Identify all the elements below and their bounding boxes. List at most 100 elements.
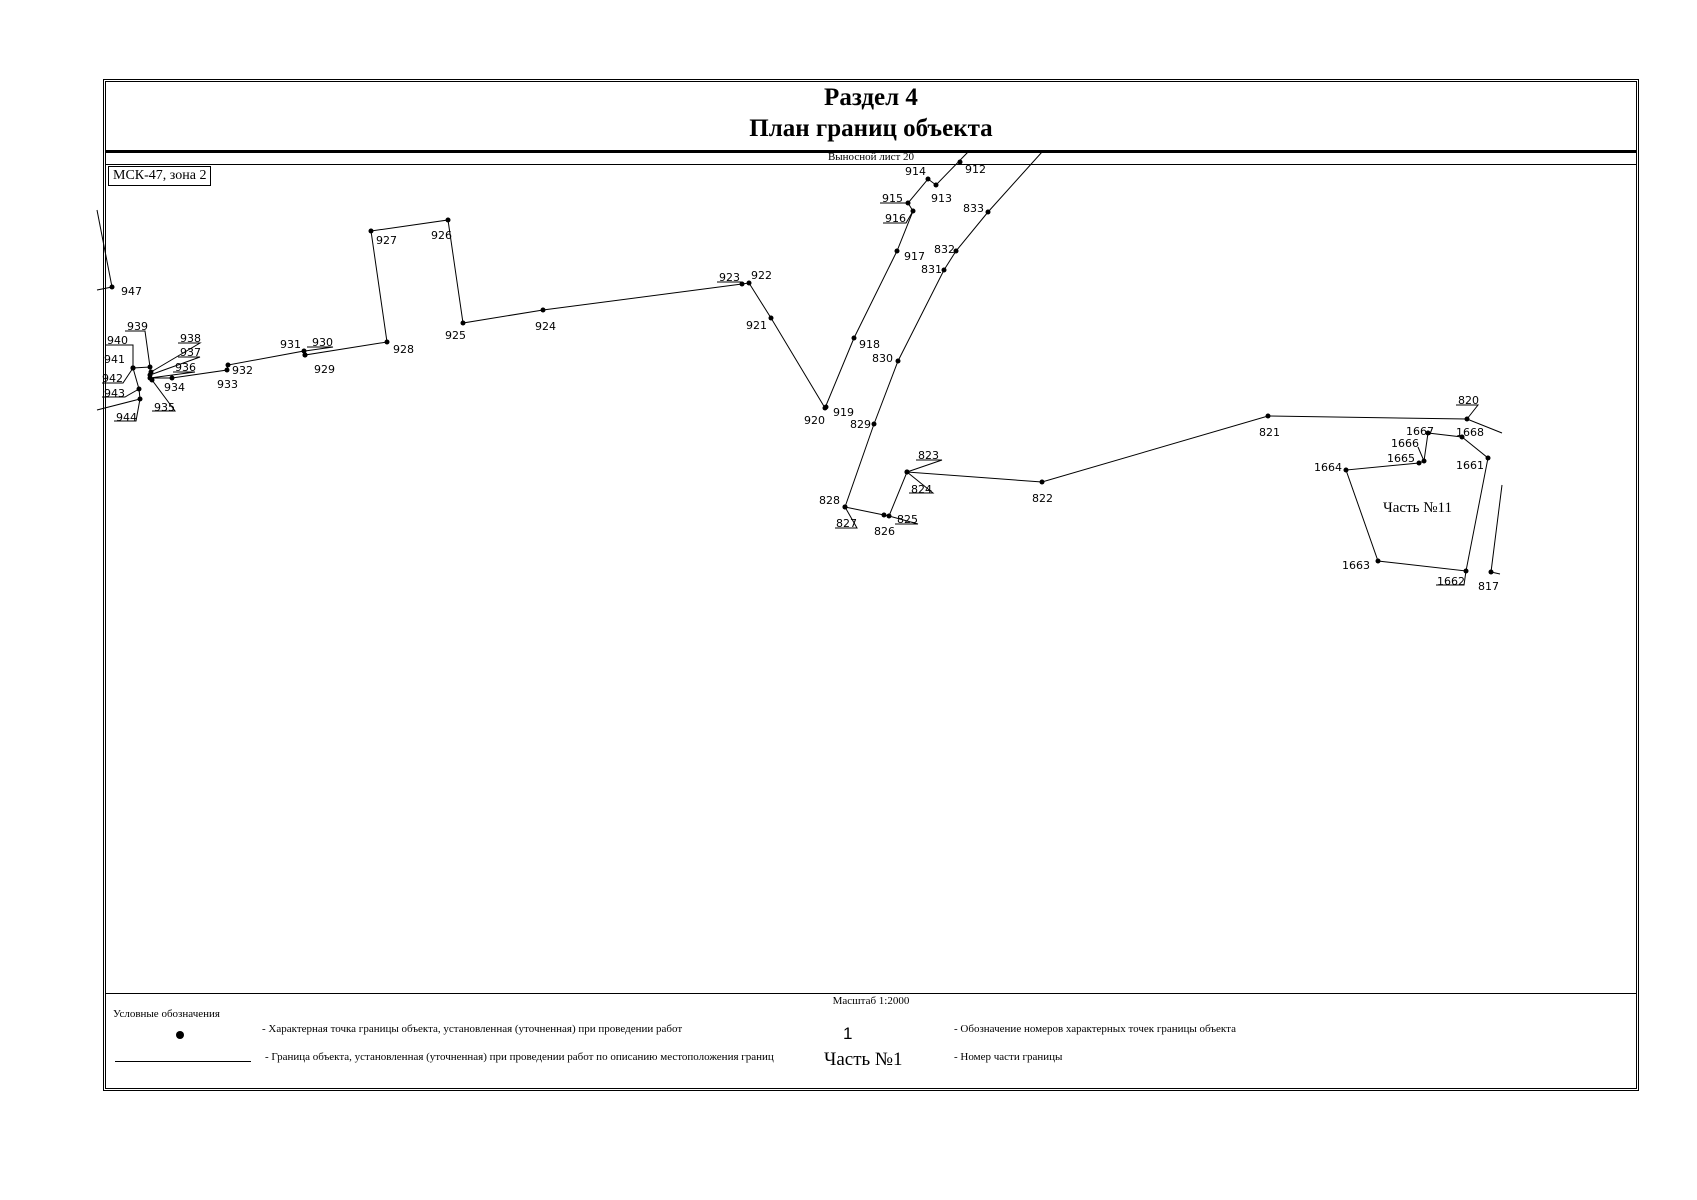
point-label: 920 (804, 414, 825, 427)
legend: Масштаб 1:2000 Условные обозначения - Ха… (106, 993, 1636, 1089)
point-label: 925 (445, 329, 466, 342)
label-leader (105, 344, 134, 368)
legend-part-example: Часть №1 (824, 1049, 903, 1070)
point-label: 1667 (1406, 425, 1434, 438)
point-label: 934 (164, 381, 185, 394)
boundary-point (1416, 460, 1422, 466)
point-label: 915 (882, 192, 903, 205)
plan-sheet: Раздел 4 План границ объекта Выносной ли… (96, 79, 1639, 1091)
point-label: 822 (1032, 492, 1053, 505)
point-label: 916 (885, 212, 906, 225)
point-label: 943 (104, 387, 125, 400)
boundary-point (130, 365, 136, 371)
boundary-point (149, 377, 155, 383)
point-label: 926 (431, 229, 452, 242)
point-label: 921 (746, 319, 767, 332)
point-label: 931 (280, 338, 301, 351)
section-title: Раздел 4 (824, 84, 918, 111)
point-label: 942 (102, 372, 123, 385)
point-label: 828 (819, 494, 840, 507)
part-label: Часть №11 (1383, 500, 1452, 516)
label-leader (906, 459, 943, 473)
point-label: 924 (535, 320, 556, 333)
label-leader (114, 398, 141, 422)
label-leader (888, 515, 919, 525)
point-label: 941 (104, 353, 125, 366)
label-leader (149, 371, 196, 379)
point-label: 832 (934, 243, 955, 256)
boundary-point (1459, 434, 1465, 440)
plan-title: План границ объекта (749, 115, 993, 142)
legend-title: Условные обозначения (113, 1008, 220, 1020)
boundary-point (460, 320, 466, 326)
boundary-point (136, 386, 142, 392)
boundary-line (96, 286, 113, 291)
label-leader (883, 210, 914, 224)
boundary-point (739, 281, 745, 287)
point-label: 820 (1458, 394, 1479, 407)
point-label: 922 (751, 269, 772, 282)
point-label: 938 (180, 332, 201, 345)
boundary-point (1425, 430, 1431, 436)
point-label: 1663 (1342, 559, 1370, 572)
boundary-point (904, 469, 910, 475)
boundary-point (1343, 467, 1349, 473)
boundary-point (925, 176, 931, 182)
label-leader (150, 342, 202, 373)
boundary-point (1464, 416, 1470, 422)
boundary-point (1488, 569, 1494, 575)
point-label: 944 (116, 411, 137, 424)
boundary-line (844, 151, 1503, 517)
boundary-point (886, 513, 892, 519)
label-leader (1417, 446, 1425, 462)
boundary-point (985, 209, 991, 215)
sheet-label: Выносной лист 20 (106, 150, 1636, 165)
boundary-point (302, 352, 308, 358)
label-leader (835, 506, 858, 529)
boundary-point (301, 348, 307, 354)
point-label: 913 (931, 192, 952, 205)
label-leader (149, 356, 201, 376)
point-label: 939 (127, 320, 148, 333)
point-label: 936 (175, 361, 196, 374)
point-label: 1665 (1387, 452, 1415, 465)
boundary-point (905, 200, 911, 206)
legend-point-desc: - Характерная точка границы объекта, уст… (262, 1023, 683, 1035)
point-label: 914 (905, 165, 926, 178)
label-leader (1456, 404, 1480, 420)
boundary-point (384, 339, 390, 345)
boundary-point (842, 504, 848, 510)
boundary-point (881, 512, 887, 518)
boundary-point (894, 248, 900, 254)
point-label: 1661 (1456, 459, 1484, 472)
point-label: 917 (904, 250, 925, 263)
boundary-point (871, 421, 877, 427)
point-label: 823 (918, 449, 939, 462)
boundary-point (895, 358, 901, 364)
boundary-point (933, 182, 939, 188)
legend-number-example: 1 (843, 1024, 853, 1043)
point-label: 912 (965, 163, 986, 176)
boundary-point (225, 362, 231, 368)
boundary-point (851, 335, 857, 341)
boundary-point (224, 367, 230, 373)
label-leader (151, 379, 176, 412)
legend-number-desc: - Обозначение номеров характерных точек … (954, 1023, 1236, 1035)
boundary-point (169, 375, 175, 381)
boundary-line (96, 209, 113, 288)
legend-line-icon (115, 1061, 251, 1062)
label-leader (1436, 570, 1467, 586)
label-leader (304, 346, 334, 352)
point-label: 935 (154, 401, 175, 414)
coordinate-zone-label: МСК-47, зона 2 (108, 166, 212, 186)
point-label: 1666 (1391, 437, 1419, 450)
boundary-point (953, 248, 959, 254)
label-leader (102, 367, 134, 384)
point-label: 1662 (1437, 575, 1465, 588)
point-label: 947 (121, 285, 142, 298)
point-label: 824 (911, 483, 932, 496)
legend-part-desc: - Номер части границы (954, 1051, 1063, 1063)
boundary-point (768, 315, 774, 321)
